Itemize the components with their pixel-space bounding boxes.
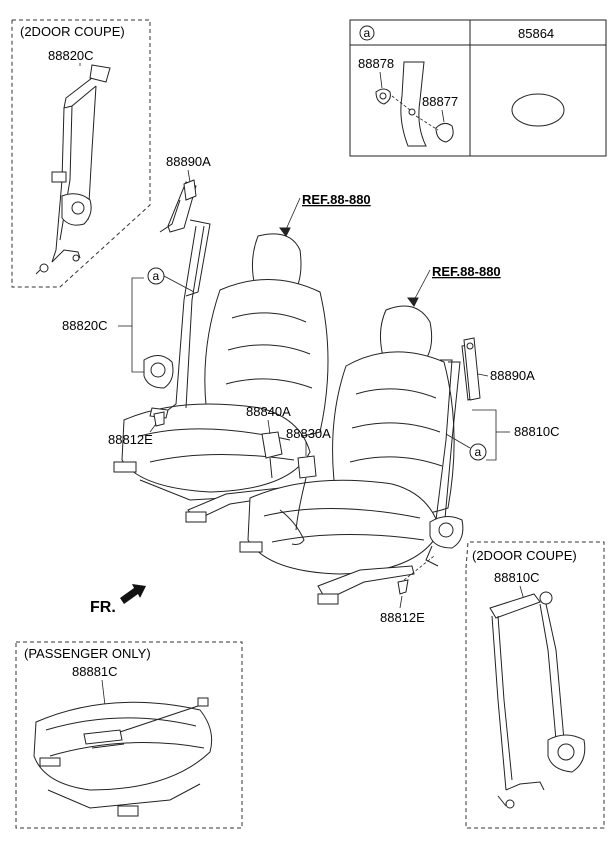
bolt-88812e-left [153, 411, 165, 427]
buckle-88830a [295, 455, 317, 531]
label-88878: 88878 [358, 56, 394, 71]
inset-part-88820c: 88820C [48, 48, 94, 63]
inset-passenger-only: (PASSENGER ONLY) 88881C [15, 641, 243, 829]
fr-arrow-icon [120, 584, 146, 604]
buckle-88840a [261, 431, 283, 479]
driver-seat [113, 233, 329, 523]
passenger-seat [239, 305, 455, 605]
inset-coupe-title-left: (2DOOR COUPE) [20, 24, 125, 39]
coupe-rear-belt-assembly [35, 64, 111, 275]
label-88812e-left: 88812E [108, 432, 153, 447]
fr-label: FR. [90, 599, 116, 616]
label-88810c-main: 88810C [514, 424, 560, 439]
legend-key-symbol: a [364, 26, 371, 40]
label-88890a-right: 88890A [490, 368, 535, 383]
driver-belt-assembly [143, 181, 211, 419]
callout-a-right-circle [469, 443, 487, 461]
inset-part-88881c: 88881C [72, 664, 118, 679]
bolt-88812e-right [397, 555, 435, 595]
inset-coupe-rear-belt: (2DOOR COUPE) 88820C [11, 19, 151, 288]
coupe-front-belt-assembly [489, 591, 586, 809]
inset-part-88810c: 88810C [494, 570, 540, 585]
height-adjuster-right [463, 337, 481, 401]
label-88890a-left: 88890A [166, 154, 211, 169]
front-direction-indicator: FR. [90, 584, 146, 616]
plug-85864 [511, 93, 565, 127]
cap-88877 [435, 122, 454, 143]
callout-a-right: a [475, 445, 482, 459]
ref-label-left: REF.88-880 [302, 192, 371, 207]
inset-passenger-title: (PASSENGER ONLY) [24, 646, 151, 661]
legend-box: a 85864 88878 88877 [349, 19, 607, 157]
height-adjuster-left [159, 179, 197, 233]
label-88812e-right: 88812E [380, 610, 425, 625]
inset-coupe-title-right: (2DOOR COUPE) [472, 548, 577, 563]
callout-a-left: a [153, 269, 160, 283]
pillar-trim [400, 61, 427, 147]
label-88877: 88877 [422, 94, 458, 109]
inset-coupe-front-belt: (2DOOR COUPE) 88810C [465, 541, 605, 829]
label-88820c-main: 88820C [62, 318, 108, 333]
ref-label-right: REF.88-880 [432, 264, 501, 279]
label-88830a: 88830A [286, 426, 331, 441]
grommet-88878 [375, 88, 391, 105]
label-88840a: 88840A [246, 404, 291, 419]
legend-part-85864: 85864 [518, 26, 554, 41]
occupant-sensor-seat [33, 697, 213, 817]
